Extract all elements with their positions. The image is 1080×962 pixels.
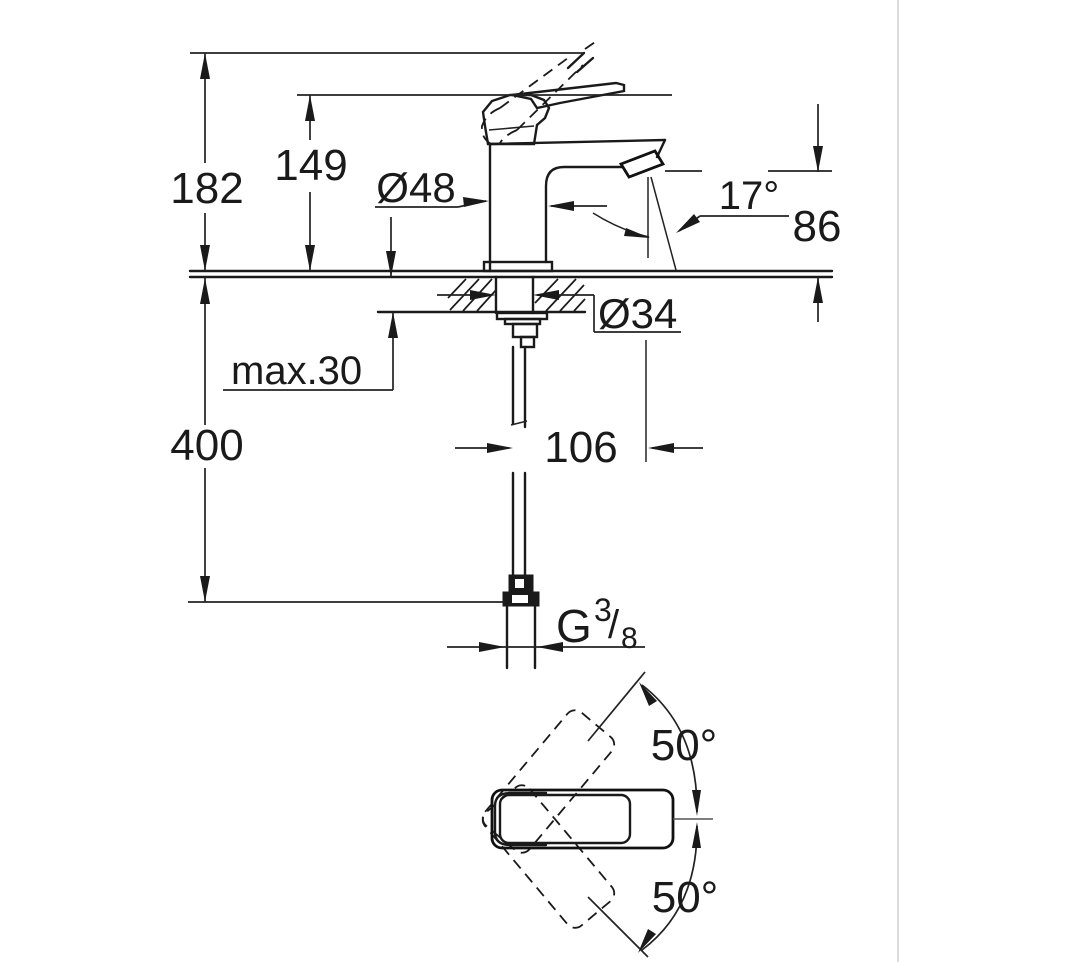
water-stream bbox=[592, 176, 677, 271]
thread-numerator: 3 bbox=[594, 592, 612, 628]
handle-raised-ghost bbox=[481, 39, 599, 145]
dim-max-deck-thickness: max.30 bbox=[223, 217, 398, 393]
handle-ghost-down bbox=[481, 784, 616, 929]
lever bbox=[511, 81, 626, 110]
swivel-radial-up bbox=[587, 671, 646, 742]
dim-label-spout-projection: 106 bbox=[544, 423, 617, 472]
dim-label-supply-length: 400 bbox=[170, 421, 243, 470]
dimensions: 182 149 400 max.30 Ø4 bbox=[170, 52, 842, 655]
thread-denominator: 8 bbox=[621, 622, 638, 655]
dim-label-swivel-down: 50° bbox=[652, 873, 719, 922]
base-plate bbox=[482, 260, 554, 273]
spout-aerator bbox=[618, 149, 666, 179]
dim-label-spout-angle: 17° bbox=[719, 174, 780, 218]
thread-slash: / bbox=[608, 603, 620, 647]
under-counter-assembly bbox=[494, 275, 549, 670]
dim-supply-length: 400 bbox=[170, 277, 244, 602]
dim-label-swivel-up: 50° bbox=[651, 721, 718, 770]
handle-ghost-up bbox=[481, 709, 616, 854]
thread-letter: G bbox=[556, 600, 592, 652]
counter-section bbox=[188, 269, 834, 314]
dim-spout-projection: 106 bbox=[455, 423, 703, 472]
dim-overall-height: 182 bbox=[170, 53, 244, 271]
dim-label-lever-height: 149 bbox=[274, 141, 347, 190]
handle bbox=[481, 81, 626, 146]
swivel-radial-down bbox=[587, 896, 649, 958]
dim-mounting-hole: Ø34 bbox=[437, 290, 681, 462]
dim-label-overall-height: 182 bbox=[170, 164, 243, 213]
dim-spout-angle: 17° bbox=[676, 174, 789, 233]
dim-lever-height: 149 bbox=[274, 95, 348, 271]
dim-outlet-height: 86 bbox=[793, 104, 842, 322]
handle-top-view bbox=[490, 788, 713, 850]
dim-label-mounting-hole: Ø34 bbox=[598, 290, 677, 337]
dim-body-diameter: Ø48 bbox=[375, 164, 607, 211]
side-view bbox=[188, 39, 834, 670]
top-view: 50° 50° bbox=[481, 671, 718, 958]
dim-label-max-deck-thickness: max.30 bbox=[231, 349, 362, 393]
swivel-arc-down: 50° bbox=[638, 822, 718, 953]
dim-label-outlet-height: 86 bbox=[793, 202, 842, 251]
dim-label-body-diameter: Ø48 bbox=[376, 164, 455, 211]
swivel-arc-up: 50° bbox=[639, 682, 717, 816]
dim-thread: G 3 / 8 bbox=[447, 592, 645, 655]
